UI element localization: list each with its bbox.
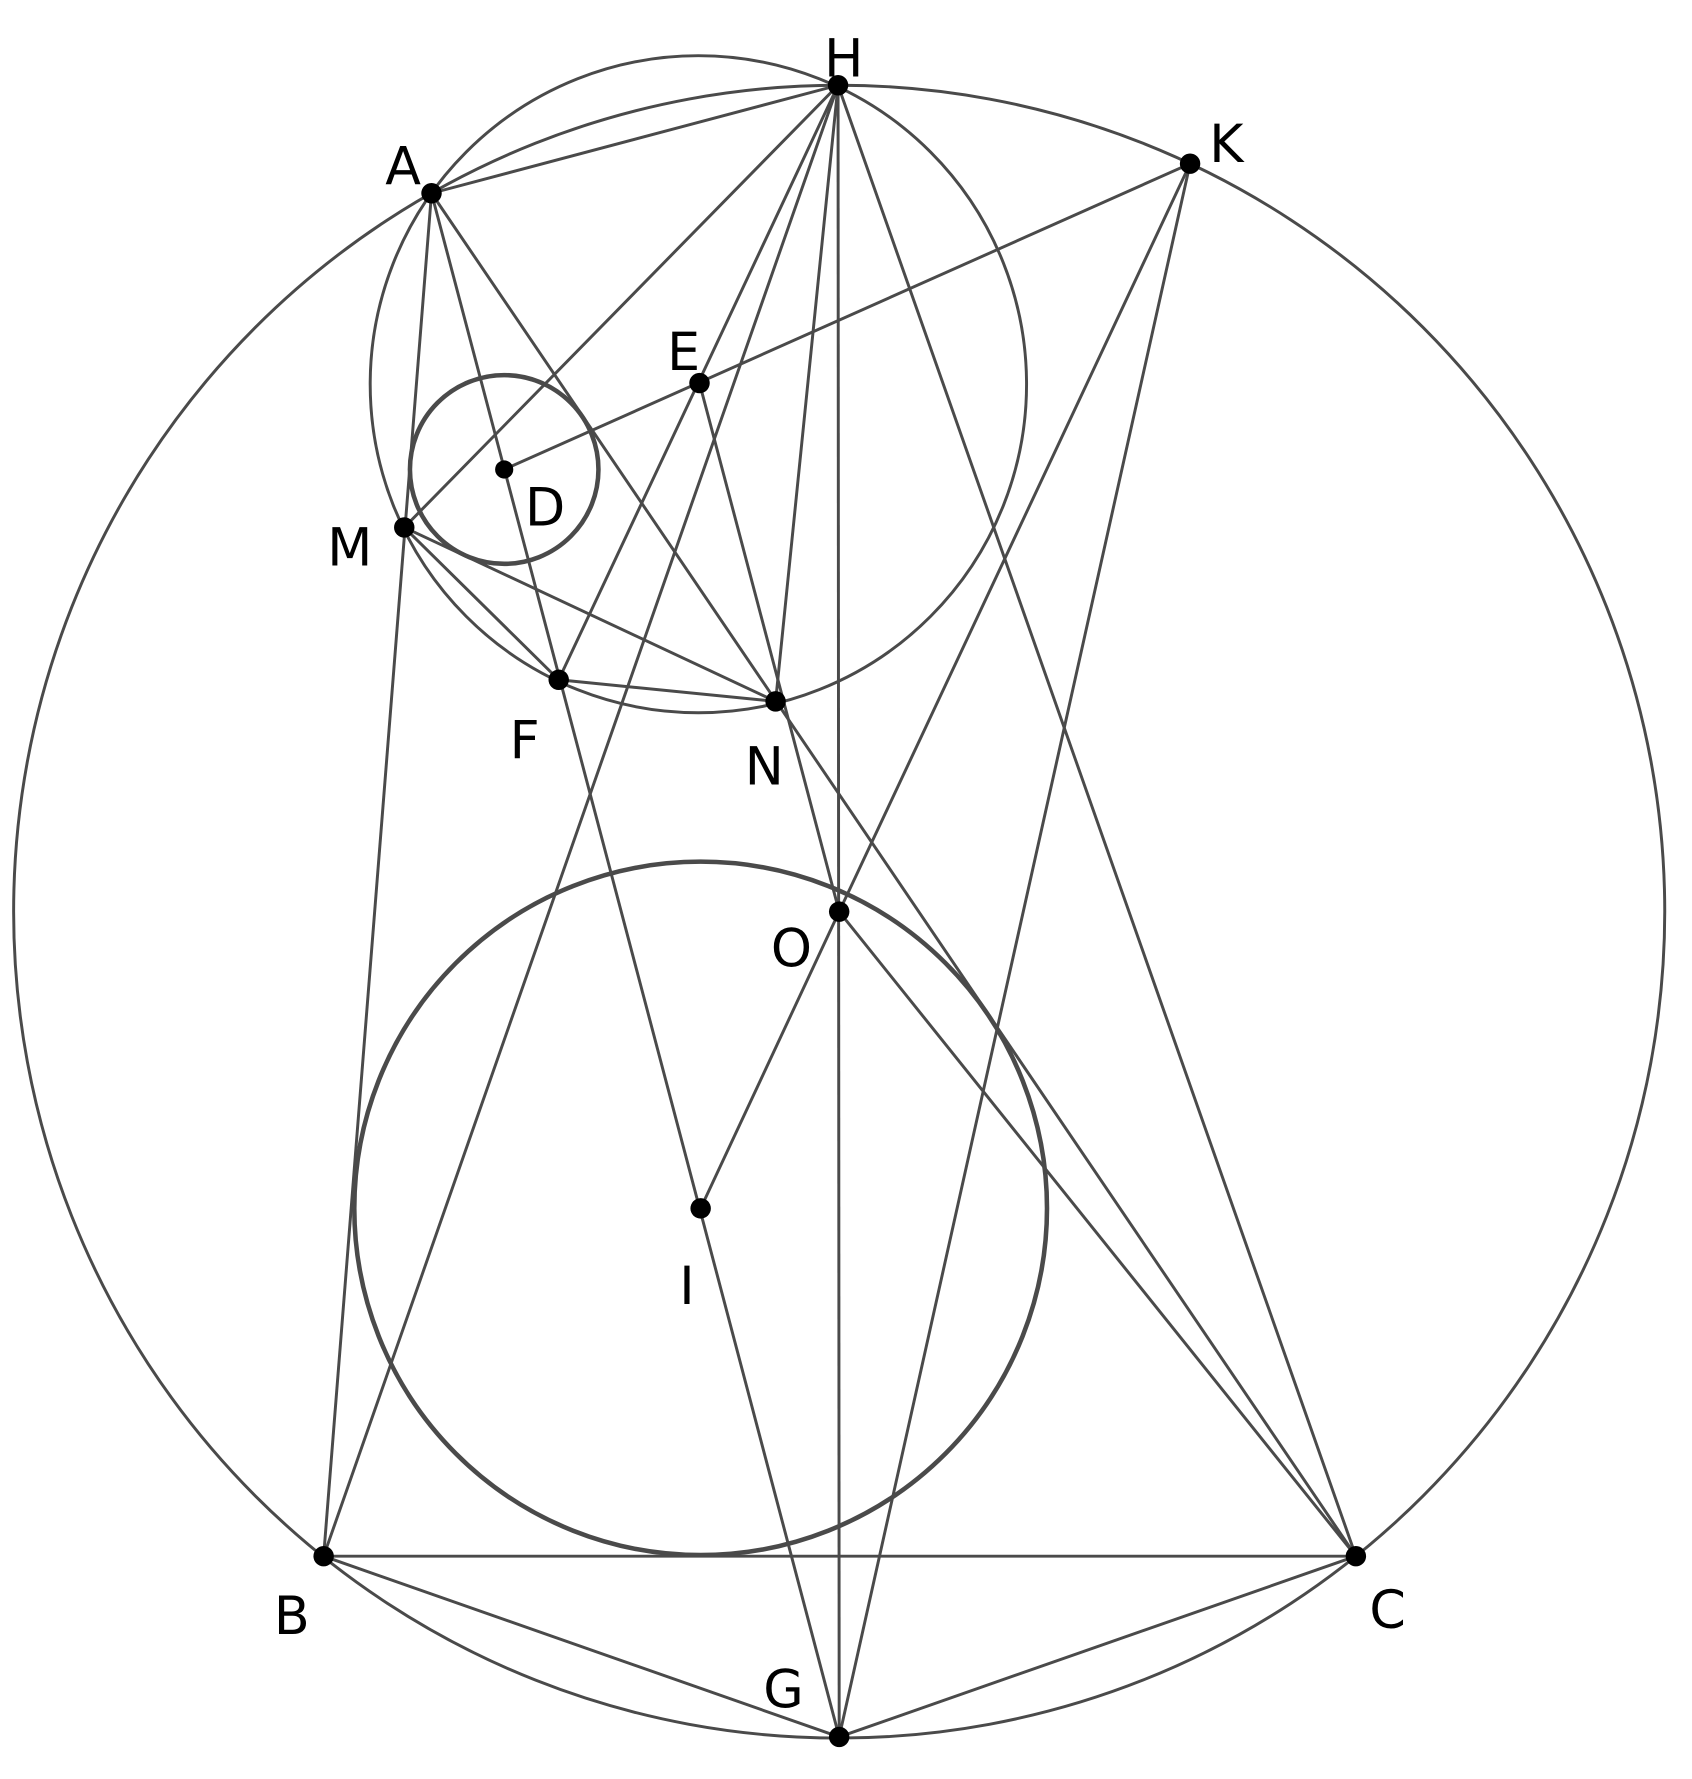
segment-KG: [837, 163, 1192, 1738]
point-O: [828, 901, 850, 922]
segment-MF: [403, 526, 560, 681]
segment-HN: [774, 85, 840, 702]
point-B: [313, 1545, 334, 1567]
segment-FN: [558, 678, 776, 703]
segment-AC: [430, 192, 1358, 1558]
point-F: [548, 669, 569, 691]
point-label-A: A: [385, 136, 421, 197]
segment-KO: [837, 163, 1192, 913]
segment-AB: [322, 193, 433, 1557]
segment-MH: [403, 84, 840, 529]
point-label-M: M: [327, 517, 372, 578]
point-D: [495, 460, 514, 479]
point-K: [1179, 153, 1201, 174]
point-label-B: B: [274, 1586, 310, 1647]
point-I: [690, 1198, 711, 1219]
circle-ahmfn: [368, 54, 1029, 715]
segment-MN: [403, 526, 777, 703]
point-label-H: H: [824, 29, 863, 90]
point-label-N: N: [745, 737, 784, 798]
point-label-C: C: [1369, 1580, 1405, 1641]
point-N: [765, 691, 786, 712]
segment-AH: [431, 83, 839, 195]
point-M: [394, 517, 415, 538]
segment-BG: [323, 1554, 840, 1739]
point-label-G: G: [763, 1660, 803, 1721]
point-G: [828, 1726, 850, 1748]
segment-KD: [503, 162, 1191, 471]
segment-OC: [838, 910, 1358, 1558]
point-A: [421, 183, 442, 204]
segment-HC: [836, 84, 1358, 1557]
point-label-E: E: [667, 322, 700, 383]
point-label-I: I: [679, 1256, 694, 1317]
segment-AG: [430, 192, 841, 1738]
point-label-O: O: [771, 919, 812, 980]
segment-EO: [698, 382, 841, 913]
point-label-F: F: [510, 711, 540, 772]
segment-CG: [838, 1554, 1357, 1739]
point-E: [689, 372, 710, 394]
segment-OI: [699, 911, 841, 1209]
point-C: [1345, 1545, 1367, 1567]
point-label-K: K: [1209, 114, 1245, 175]
segment-BH: [322, 84, 840, 1557]
point-H: [827, 75, 849, 96]
point-label-D: D: [525, 478, 565, 539]
